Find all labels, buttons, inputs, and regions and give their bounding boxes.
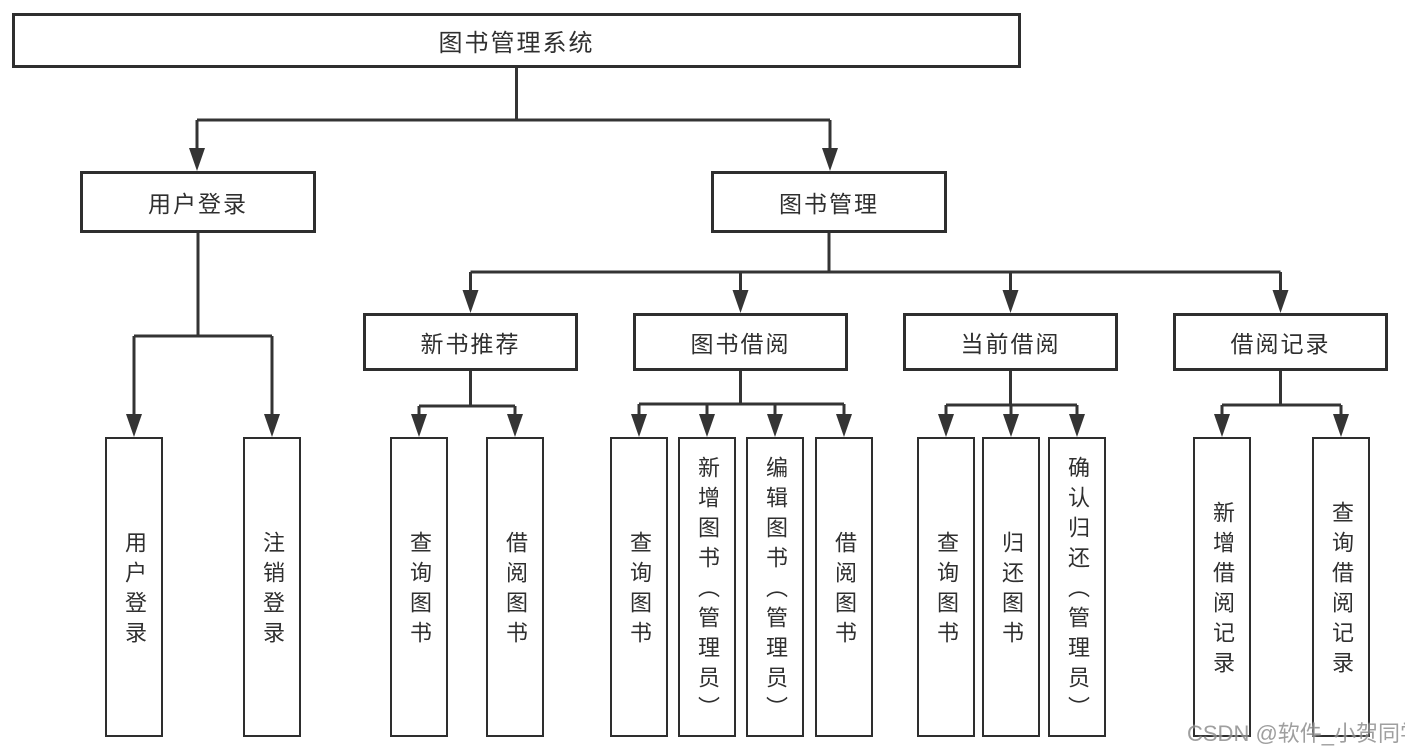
leaf-add-book-admin-label: 新增图书（管理员） — [695, 456, 720, 726]
connector-new-book — [417, 371, 517, 415]
leaf-query-book-current: 查询图书 — [917, 437, 975, 737]
leaf-confirm-return-admin: 确认归还（管理员） — [1048, 437, 1106, 737]
leaf-query-borrow-record: 查询借阅记录 — [1312, 437, 1370, 737]
node-current-borrow-label: 当前借阅 — [960, 331, 1061, 357]
node-new-book-recommend: 新书推荐 — [363, 313, 578, 371]
node-book-management: 图书管理 — [711, 171, 947, 233]
leaf-borrow-book-recommend: 借阅图书 — [486, 437, 544, 737]
connector-borrow-records — [1220, 371, 1343, 415]
node-borrow-records: 借阅记录 — [1173, 313, 1388, 371]
leaf-return-book-label: 归还图书 — [999, 531, 1024, 651]
leaf-add-book-admin: 新增图书（管理员） — [678, 437, 736, 737]
leaf-borrow-book-label: 借阅图书 — [832, 531, 857, 651]
leaf-query-book-recommend-label: 查询图书 — [407, 531, 432, 651]
connector-user-login — [132, 233, 274, 415]
leaf-query-book-borrow: 查询图书 — [610, 437, 668, 737]
node-root: 图书管理系统 — [12, 13, 1021, 68]
leaf-user-login: 用户登录 — [105, 437, 163, 737]
leaf-return-book: 归还图书 — [982, 437, 1040, 737]
leaf-edit-book-admin: 编辑图书（管理员） — [746, 437, 804, 737]
node-current-borrow: 当前借阅 — [903, 313, 1118, 371]
csdn-watermark: CSDN @软件_小贺同学 — [1187, 721, 1405, 746]
arrowheads — [126, 148, 1349, 437]
connector-book-mgmt — [469, 233, 1282, 291]
leaf-logout: 注销登录 — [243, 437, 301, 737]
leaf-logout-label: 注销登录 — [260, 531, 285, 651]
node-book-management-label: 图书管理 — [779, 191, 879, 217]
leaf-add-borrow-record: 新增借阅记录 — [1193, 437, 1251, 737]
node-book-borrow-label: 图书借阅 — [690, 331, 791, 357]
leaf-query-book-current-label: 查询图书 — [934, 531, 959, 651]
leaf-user-login-label: 用户登录 — [122, 531, 147, 651]
leaf-borrow-book-recommend-label: 借阅图书 — [503, 531, 528, 651]
leaf-confirm-return-admin-label: 确认归还（管理员） — [1065, 456, 1090, 726]
node-user-login: 用户登录 — [80, 171, 316, 233]
leaf-add-borrow-record-label: 新增借阅记录 — [1210, 501, 1235, 681]
connector-root — [195, 68, 832, 149]
leaf-query-borrow-record-label: 查询借阅记录 — [1329, 501, 1354, 681]
node-root-label: 图书管理系统 — [438, 30, 595, 57]
node-borrow-records-label: 借阅记录 — [1230, 331, 1331, 357]
leaf-query-book-recommend: 查询图书 — [390, 437, 448, 737]
leaf-borrow-book: 借阅图书 — [815, 437, 873, 737]
leaf-edit-book-admin-label: 编辑图书（管理员） — [763, 456, 788, 726]
connector-book-borrow — [637, 371, 846, 415]
leaf-query-book-borrow-label: 查询图书 — [627, 531, 652, 651]
connector-current-borrow — [944, 371, 1079, 415]
node-user-login-label: 用户登录 — [148, 191, 248, 217]
node-book-borrow: 图书借阅 — [633, 313, 848, 371]
node-new-book-recommend-label: 新书推荐 — [420, 331, 521, 357]
